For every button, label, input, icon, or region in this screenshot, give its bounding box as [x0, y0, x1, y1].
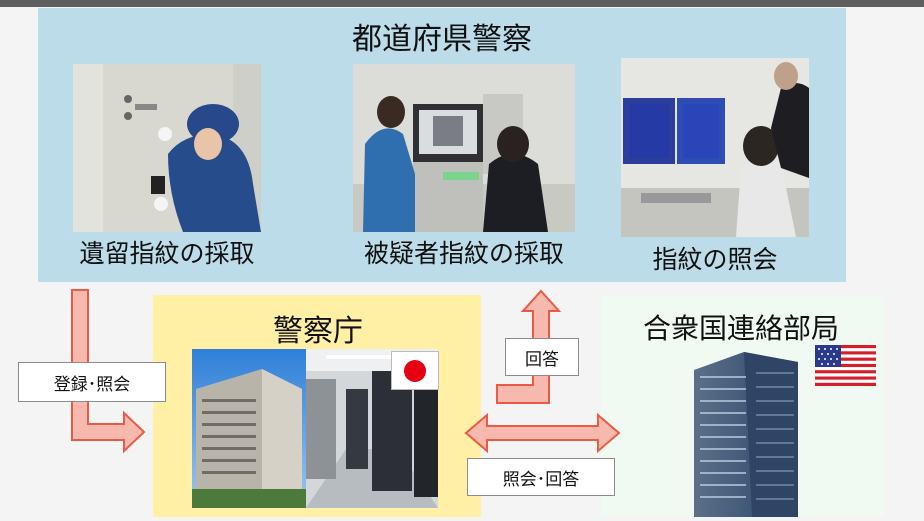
us-title: 合衆国連絡部局	[642, 312, 839, 345]
photo-latent-print	[73, 64, 261, 232]
top-bar	[0, 0, 924, 7]
inquiry-reply-label: 照会･回答	[467, 458, 615, 496]
npa-title: 警察庁	[273, 314, 363, 349]
caption-suspect-print: 被疑者指紋の採取	[363, 239, 564, 268]
photo-suspect-print	[353, 64, 575, 232]
caption-latent-print: 遺留指紋の採取	[79, 239, 255, 268]
prefecture-title: 都道府県警察	[352, 22, 532, 57]
photo-print-inquiry	[621, 58, 809, 237]
register-inquiry-label: 登録･照会	[18, 362, 166, 402]
office-building-icon	[692, 352, 800, 517]
caption-print-inquiry: 指紋の照会	[652, 245, 778, 274]
exchange-arrow	[464, 412, 621, 454]
usa-flag-icon	[815, 345, 876, 386]
photo-npa-building	[192, 349, 306, 508]
reply-label: 回答	[505, 338, 579, 376]
japan-flag-icon	[391, 351, 439, 390]
